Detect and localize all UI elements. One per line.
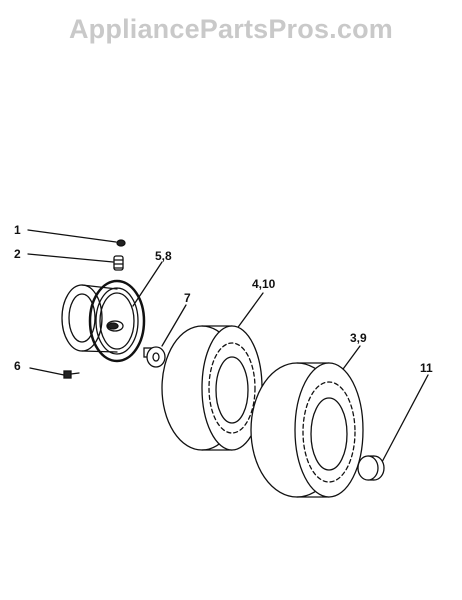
part-7-bushing (143, 304, 187, 368)
part-4-10-tire (161, 292, 264, 451)
part-1-nut (27, 229, 126, 247)
callout-6: 6 (14, 359, 21, 373)
callout-2: 2 (14, 247, 21, 261)
part-5-8-rim (61, 261, 163, 363)
callout-1: 1 (14, 223, 21, 237)
callout-5-8: 5,8 (155, 249, 172, 263)
part-2-valve-stem (27, 253, 124, 271)
callout-3-9: 3,9 (350, 331, 367, 345)
callout-11: 11 (420, 361, 433, 375)
watermark: AppliancePartsPros.com (68, 14, 393, 44)
callout-7: 7 (184, 291, 191, 305)
callout-4-10: 4,10 (252, 277, 276, 291)
part-6-bolt (29, 367, 80, 379)
part-11-cap (357, 374, 429, 481)
part-3-9-tire (250, 345, 364, 498)
